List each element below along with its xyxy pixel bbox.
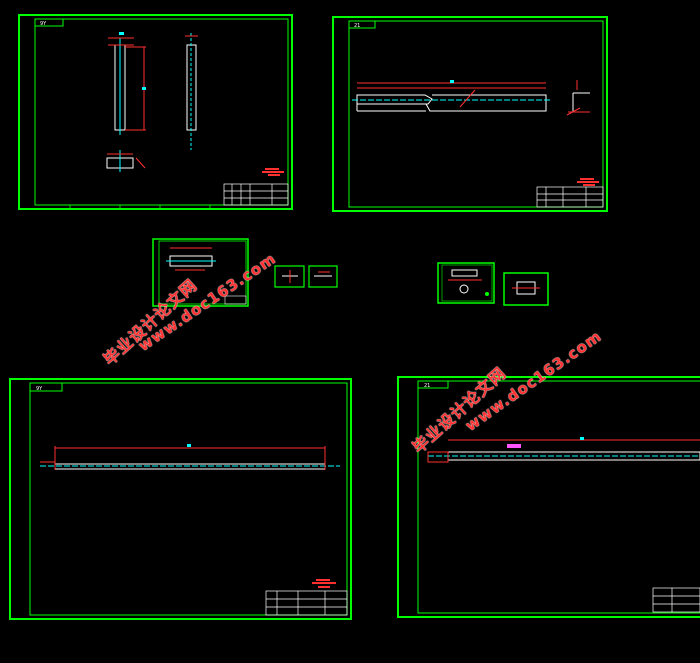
drawing-sheet-middle-3[interactable] (308, 265, 338, 288)
drawing-sheet-bottom-right[interactable]: 21 (397, 376, 700, 618)
sheet-tag: 9Y (40, 21, 47, 27)
drawing-sheet-middle-4[interactable] (437, 262, 495, 304)
drawing-sheet-middle-1[interactable] (152, 238, 249, 307)
sheet-tag: 21 (424, 383, 430, 389)
drawing-sheet-middle-2[interactable] (274, 265, 305, 288)
sheet-tag: 9Y (36, 386, 43, 392)
drawing-sheet-middle-5[interactable] (503, 272, 549, 306)
drawing-sheet-top-right[interactable]: 21 (332, 16, 608, 212)
drawing-sheet-top-left[interactable]: 9Y (18, 14, 293, 210)
drawing-sheet-bottom-left[interactable]: 9Y (9, 378, 352, 620)
sheet-tag: 21 (354, 23, 360, 29)
